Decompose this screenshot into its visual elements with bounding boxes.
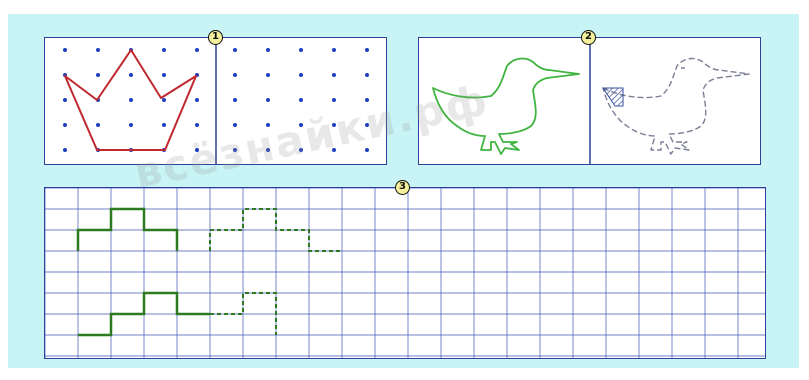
dot-grid-right [233, 48, 369, 152]
exercise-2-badge: 2 [581, 30, 596, 45]
grid-dot [266, 48, 270, 52]
grid-dot [299, 48, 303, 52]
dot-grid-left [63, 48, 199, 152]
grid-dot [299, 148, 303, 152]
exercise-3-badge: 3 [395, 180, 410, 195]
grid-dot [96, 73, 100, 77]
grid-dot [365, 98, 369, 102]
grid-dot [332, 48, 336, 52]
grid-dot [299, 123, 303, 127]
dashed-duck-figure [603, 59, 749, 154]
grid-dot [162, 48, 166, 52]
grid-dot [332, 148, 336, 152]
grid-dot [96, 48, 100, 52]
grid-dot [63, 123, 67, 127]
grid-dot [162, 98, 166, 102]
grid-dot [266, 123, 270, 127]
grid-dot [162, 73, 166, 77]
grid-dot [96, 123, 100, 127]
grid-dot [195, 123, 199, 127]
grid-dot [233, 73, 237, 77]
grid-dot [233, 48, 237, 52]
grid-dot [266, 148, 270, 152]
grid-dot [233, 98, 237, 102]
grid-dot [299, 73, 303, 77]
exercise-3-panel [44, 187, 766, 359]
grid-dot [63, 98, 67, 102]
grid-dot [299, 98, 303, 102]
grid-dot [129, 73, 133, 77]
exercise-1-badge: 1 [208, 30, 223, 45]
grid-dot [195, 98, 199, 102]
duck-figure [433, 59, 579, 154]
grid-dot [332, 98, 336, 102]
exercise-2-panel [418, 37, 761, 165]
grid-dot [129, 123, 133, 127]
grid-dot [266, 98, 270, 102]
crown-dot-grid [45, 38, 386, 164]
square-grid [45, 188, 765, 358]
grid-dot [332, 123, 336, 127]
grid-dot [195, 148, 199, 152]
grid-dot [332, 73, 336, 77]
grid-dot [63, 148, 67, 152]
grid-dot [365, 48, 369, 52]
duck-drawing [419, 38, 760, 164]
grid-dot [233, 123, 237, 127]
grid-dot [365, 73, 369, 77]
grid-dot [266, 73, 270, 77]
grid-dot [365, 123, 369, 127]
grid-dot [129, 98, 133, 102]
grid-lines [45, 188, 765, 358]
grid-dot [63, 48, 67, 52]
grid-dot [365, 148, 369, 152]
exercise-1-panel [44, 37, 387, 165]
grid-dot [233, 148, 237, 152]
grid-dot [162, 123, 166, 127]
grid-dot [195, 48, 199, 52]
